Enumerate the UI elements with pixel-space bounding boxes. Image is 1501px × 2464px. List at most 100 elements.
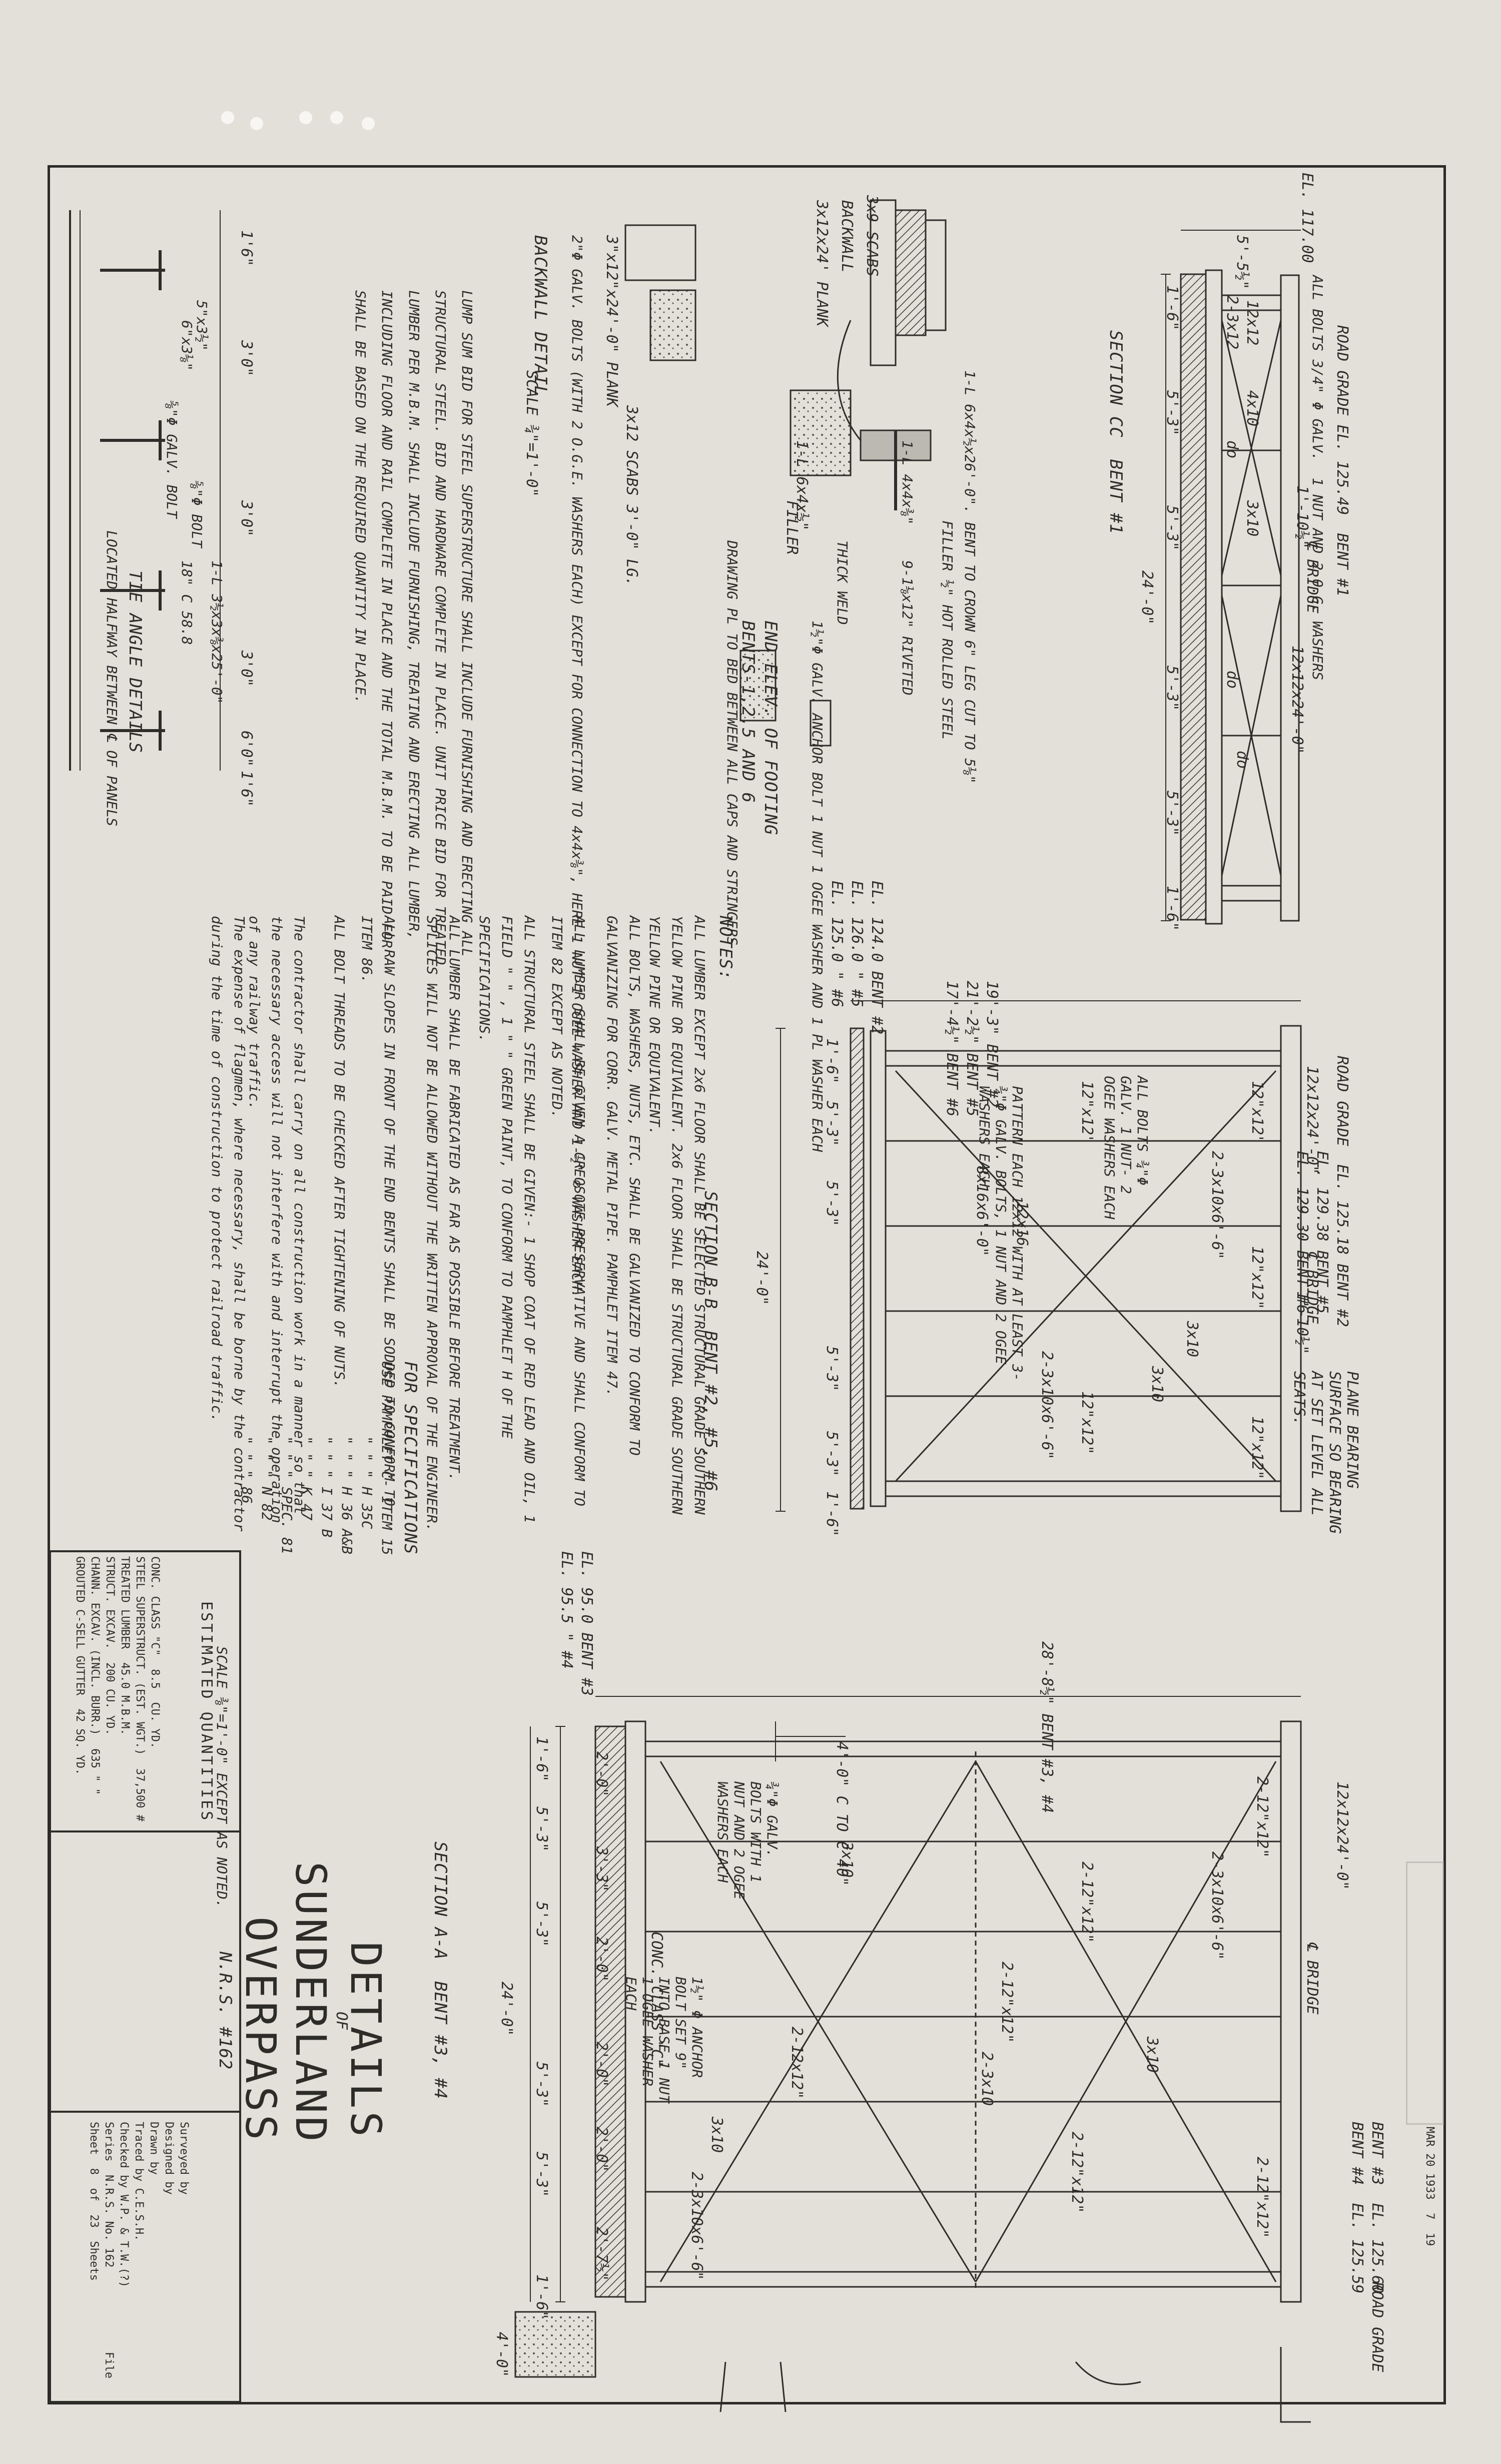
notes-line: ALL LUMBER SHALL BE FABRICATED AS FAR AS…	[424, 916, 463, 1532]
section-aa-label: 2-12"x12"	[1253, 2157, 1271, 2238]
section-bb-length: 17'-4½" BENT #6	[943, 981, 961, 1116]
tie-angle-dim: 1'6"	[238, 230, 255, 267]
section-bb-dim: 5'-3"	[823, 1181, 841, 1226]
section-aa-dim: 5'-3"	[533, 1806, 550, 1852]
section-aa-dim: 5'-3"	[533, 2062, 550, 2107]
sheet-border	[48, 165, 1446, 2404]
signoff-row: Checked by W.P. & T.W.(?)	[118, 2122, 130, 2288]
section-aa-label: 12x12x24'-0"	[1333, 1781, 1351, 1890]
section-aa-label: 2-12"x12"	[1078, 1862, 1096, 1943]
title-name-1: SUNDERLAND	[286, 1862, 335, 2145]
end-elev-label: 1-L 6x4x½x26'-0". BENT TO CROWN 6" LEG C…	[962, 370, 978, 784]
section-bb-label: 12"x12"	[1078, 1081, 1096, 1144]
section-aa-label: 2-3x10x6'-6"	[688, 2172, 705, 2280]
section-bb-label: 12x16	[1013, 1201, 1031, 1247]
notes-line: ALL LUMBER SHALL BE GIVEN A CREOSOTE PRE…	[549, 916, 588, 1507]
section-aa-road: BENT #3 EL. 125.60	[1368, 2122, 1386, 2294]
tie-angle-dim: 1'6"	[238, 771, 255, 807]
section-aa-dim: 2'-0"	[593, 1937, 610, 1982]
section-bb-elev: EL. 126.0 " #5	[848, 881, 866, 1007]
tie-angle-label: 6"x3⅛"	[179, 320, 195, 371]
signoff-row: Sheet 8 of 23 Sheets	[88, 2122, 100, 2281]
spec-row: " " " N 82	[259, 1436, 275, 1521]
tie-angle-drawing	[69, 210, 221, 771]
section-cc-label: do	[1233, 751, 1251, 769]
section-bb-label: 12x12x24'-0"	[1303, 1066, 1321, 1174]
section-cc-dim: 1'-6"	[1163, 285, 1181, 331]
signoff-row: Designed by	[163, 2122, 175, 2195]
section-aa-dim: 2'-0"	[593, 1751, 610, 1797]
section-cc-dim: 5'-3"	[1163, 505, 1181, 551]
spec-row: USE PAMPHLET C- ITEM 15	[379, 1361, 395, 1555]
section-bb-label: 3x10	[1183, 1321, 1201, 1358]
section-aa-label: 3x10	[1143, 2037, 1161, 2073]
quantity-row: GROUTED C-SELL GUTTER 42 SQ. YD.	[74, 1556, 86, 1775]
section-aa-dim: 2'-0"	[593, 2127, 610, 2172]
section-cc-elev: EL. 117.00	[1298, 173, 1316, 263]
section-aa-road: BENT #4 EL. 125.59	[1348, 2122, 1366, 2294]
spec-row: " " " SPEC. 81	[279, 1436, 295, 1555]
section-cc-label: 4x10	[1243, 390, 1261, 427]
section-bb-title: SECTION B-B BENT #2, #5, #6	[700, 1191, 720, 1492]
section-aa-dim: 5'-3"	[533, 1902, 550, 1947]
tie-angle-label: ⅝"Φ BOLT	[189, 480, 205, 548]
section-aa-elev: EL. 95.0 BENT #3	[578, 1551, 595, 1696]
spec-row: " " " H 36 A&B	[339, 1436, 355, 1555]
backwall-scale: SCALE ¾"=1'-0"	[523, 370, 540, 497]
tie-angle-dim: 3'0"	[238, 651, 255, 687]
section-bb-label: 2-3x10x6'-6"	[1208, 1151, 1226, 1260]
section-bb-label: 2-3x10x6'-6"	[1038, 1351, 1056, 1460]
backwall-label: 3x12 SCABS 3'-0" LG.	[623, 405, 640, 586]
section-cc-dim: 5'-3"	[1163, 390, 1181, 436]
quantity-row: CHANN. EXCAV. (INCL. BURR.) 635 " "	[89, 1556, 101, 1795]
section-bb-label: 12"x12"	[1078, 1391, 1096, 1455]
section-cc-drawing	[1161, 230, 1301, 925]
section-bb-dim: 1'-10½"	[1293, 1291, 1311, 1355]
signoff-row: Drawn by	[148, 2122, 160, 2175]
end-elev-label: FILLER ½" HOT ROLLED STEEL	[939, 520, 956, 740]
quantity-row: CONC. CLASS "C" 8.5 CU. YD.	[149, 1556, 161, 1749]
section-aa-label: 3x10	[838, 1841, 856, 1878]
section-bb-elev: EL. 125.0 " #6	[828, 881, 846, 1007]
section-bb-label: 8x16x6'-0"	[973, 1166, 991, 1257]
section-cc-label: 12x12x24'-0"	[1288, 646, 1306, 754]
end-elev-label: 9-1⅛x12" RIVETED	[899, 560, 916, 696]
signoff-row: Surveyed by	[178, 2122, 190, 2195]
section-aa-dim: 4'-0"	[493, 2332, 510, 2377]
tie-angle-title: TIE ANGLE DETAILS	[125, 570, 145, 753]
section-cc-label: 3x10	[1243, 500, 1261, 537]
spec-row: " " " K 47	[299, 1436, 315, 1521]
section-aa-dim: 2'-7½"	[593, 2227, 610, 2281]
end-elev-label: THICK WELD	[834, 540, 851, 625]
tie-angle-spec: 1-L 3½x3x⅜x25'-0"	[209, 560, 225, 704]
section-aa-length: 28'-8½" BENT #3, #4	[1038, 1641, 1056, 1813]
section-cc-dim: 1'-6"	[1163, 886, 1181, 931]
section-aa-width: 24'-0"	[498, 1982, 515, 2036]
signoff-row: Traced by C.E.S.H.	[133, 2122, 145, 2241]
tie-angle-dim: 3'0"	[238, 500, 255, 537]
quantity-row: STRUCT. EXCAV. 200 CU. YD.	[104, 1556, 116, 1735]
section-bb-label: 12"x12"	[1248, 1416, 1266, 1480]
section-bb-elev: EL. 124.0 BENT #2	[868, 881, 886, 1035]
tie-angle-dim: 6'0"	[238, 731, 255, 767]
notes-title: NOTES:	[715, 916, 735, 980]
signoff-row: Series N.R.S. No. 162	[103, 2122, 115, 2268]
backwall-label: FILLER	[783, 500, 801, 555]
quantity-row: TREATED LUMBER 45.0 M.B.M.	[119, 1556, 131, 1735]
section-aa-drawing	[514, 1696, 1311, 2423]
tie-angle-location: LOCATED HALFWAY BETWEEN ℄ OF PANELS	[104, 530, 120, 827]
end-elev-label: 1½"Φ GALV. ANCHOR BOLT 1 NUT 1 OGEE WASH…	[809, 621, 826, 1152]
backwall-label: 3"x12"x24'-0" PLANK	[603, 235, 620, 407]
section-bb-bolts: ALL BOLTS ¾"Φ GALV. 1 NUT- 2 OGEE WASHER…	[1101, 1076, 1151, 1219]
tie-angle-label: ⅝"Φ GALV. BOLT	[164, 400, 180, 519]
section-cc-title: SECTION CC BENT #1	[1106, 330, 1126, 534]
end-elev-title: END ELEV. OF FOOTING	[761, 621, 781, 836]
specifications-scale: SCALE ⅜"=1'-0" EXCEPT AS NOTED.	[214, 1646, 230, 1908]
backwall-label: 3x12x24' PLANK	[813, 200, 831, 327]
section-cc-label: do	[1223, 671, 1241, 689]
title-nrs: N.R.S. #162	[215, 1952, 235, 2070]
section-cc-dim: 5'-3"	[1163, 666, 1181, 711]
section-bb-dim: 5'-3"	[823, 1431, 841, 1477]
section-cc-label: 2-3x12	[1223, 295, 1241, 350]
